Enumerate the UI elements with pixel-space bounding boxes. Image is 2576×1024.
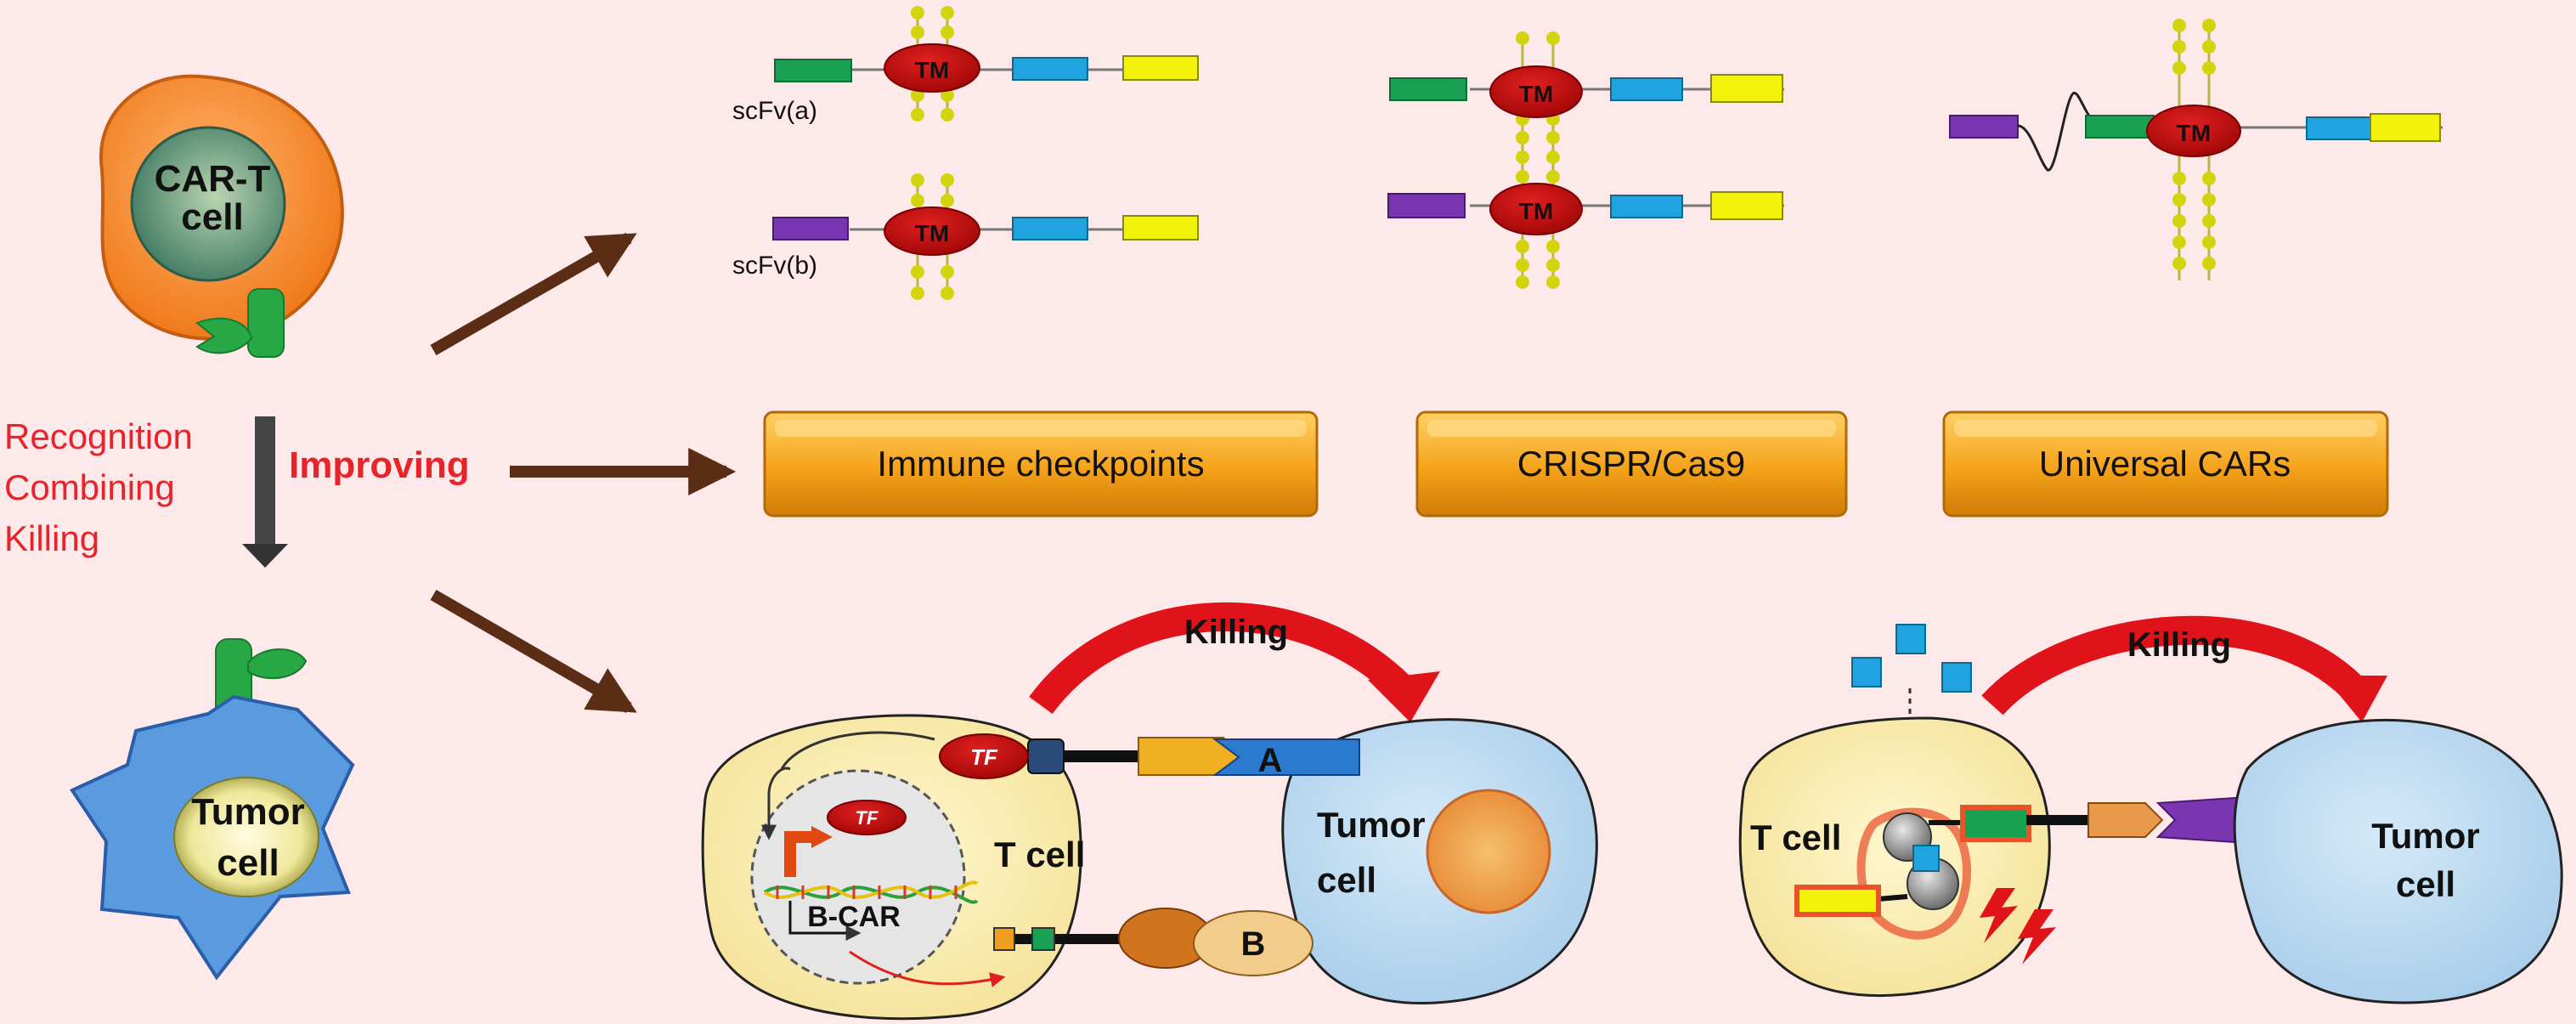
killing-label-right: Killing: [2127, 626, 2231, 664]
car-receptor-head: [195, 317, 253, 354]
blue-domain-a: [1012, 57, 1088, 81]
lightning-icon: [1980, 888, 2018, 943]
yellow-domain-a: [1122, 55, 1199, 81]
tm-d-label: TM: [1519, 198, 1553, 224]
tf-membrane-label: TF: [970, 744, 998, 770]
killing-label-left: Killing: [1184, 614, 1288, 651]
scfv-a-label: scFv(a): [732, 97, 817, 125]
blue-domain-b: [1012, 217, 1088, 240]
car-t-nucleus: [130, 126, 286, 282]
universal-cars-label: Universal CARs: [2039, 444, 2291, 484]
side-text-combining: Combining: [4, 467, 175, 507]
tm-b: [884, 206, 980, 256]
antigen-a-label: A: [1258, 742, 1283, 779]
antigen-b-label: B: [1241, 925, 1266, 963]
immune-checkpoints-label: Immune checkpoints: [877, 444, 1204, 484]
t-cell-nucleus: [750, 769, 966, 985]
tm-c-label: TM: [1519, 81, 1553, 107]
tm-a-label: TM: [915, 57, 949, 83]
tm-b-label: TM: [915, 220, 949, 246]
tm-a: [884, 43, 980, 93]
tumor-label-line1-right: Tumor: [2371, 816, 2480, 856]
tandem-car-constructs: TM scFv(a) TM scFv(b): [732, 6, 1199, 300]
antigen-a: [1212, 738, 1360, 776]
t-cell-label-right: T cell: [1750, 818, 1841, 857]
tumor-cell-far-right: [2233, 718, 2563, 1004]
scfv-b-label: scFv(b): [732, 252, 817, 280]
side-text-recognition: Recognition: [4, 416, 193, 456]
tumor-label-line1: Tumor: [191, 791, 305, 833]
tumor-cell-left: Tumor cell: [70, 638, 355, 981]
synnotch-panel: Killing TF B-CAR T cell Tumor cell: [701, 602, 1598, 1021]
car-receptor-stalk: [247, 288, 285, 358]
inducible-car-panel: Killing T cell Tumor cell: [1738, 615, 2563, 1004]
side-text-killing: Killing: [4, 518, 99, 558]
tm-e-label: TM: [2177, 120, 2211, 146]
yellow-domain-b: [1122, 215, 1199, 240]
immune-checkpoints-button[interactable]: Immune checkpoints: [763, 410, 1319, 518]
dual-car-construct: TM TM: [1387, 31, 1784, 289]
universal-car-construct: TM: [1949, 19, 2443, 280]
car-t-label-line2: cell: [181, 196, 243, 238]
scfv-b-domain: [772, 217, 849, 240]
lightning-icon-2: [2018, 909, 2056, 965]
car-t-label-line1: CAR-T: [155, 158, 271, 200]
tumor-label-line2-right: cell: [2396, 864, 2455, 904]
down-arrow: [242, 416, 288, 568]
arrow-up-right: [430, 232, 637, 356]
crispr-cas9-button[interactable]: CRISPR/Cas9: [1415, 410, 1848, 518]
tf-nuclear: [827, 800, 907, 835]
antigen-b: [1193, 910, 1313, 976]
tumor-label-line1-left-panel: Tumor: [1317, 805, 1426, 845]
tumor-label-line2-left-panel: cell: [1317, 860, 1376, 900]
tumor-label-line2: cell: [217, 842, 279, 884]
t-cell-label-left: T cell: [994, 834, 1085, 874]
improving-label: Improving: [289, 444, 470, 486]
universal-cars-button[interactable]: Universal CARs: [1942, 410, 2389, 518]
crispr-cas9-label: CRISPR/Cas9: [1517, 444, 1745, 484]
car-t-cell: CAR-T cell: [99, 74, 344, 358]
tf-nuclear-label: TF: [856, 807, 878, 829]
b-car-label: B-CAR: [807, 901, 901, 933]
tf-membrane: [939, 733, 1029, 779]
scfv-a-domain: [774, 59, 852, 82]
arrow-down-right: [430, 589, 637, 714]
tumor-cell-nucleus: [1426, 789, 1551, 914]
